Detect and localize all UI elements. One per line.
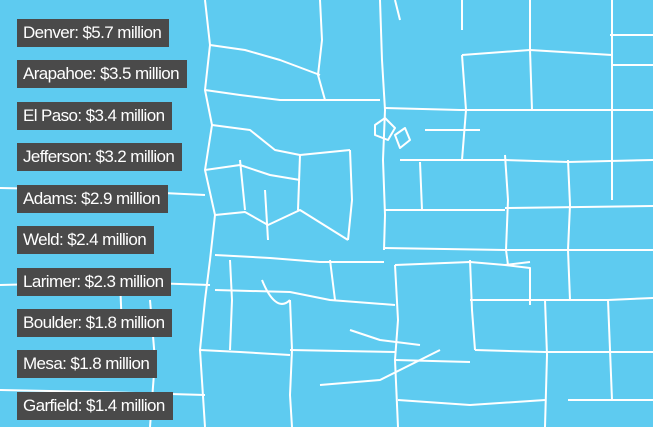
border-line xyxy=(504,154,509,266)
border-line xyxy=(289,349,396,353)
border-line xyxy=(204,89,380,101)
county-label-larimer: Larimer: $2.3 million xyxy=(17,268,172,296)
border-line xyxy=(329,259,336,301)
county-label-garfield: Garfield: $1.4 million xyxy=(17,392,173,420)
county-label-adams: Adams: $2.9 million xyxy=(17,185,168,213)
border-line xyxy=(469,259,476,351)
border-line xyxy=(229,259,233,351)
county-label-mesa: Mesa: $1.8 million xyxy=(17,350,158,378)
border-line xyxy=(199,0,216,427)
border-line xyxy=(319,349,441,386)
border-line xyxy=(419,161,423,211)
border-line xyxy=(211,124,351,156)
border-line xyxy=(297,154,301,211)
border-line xyxy=(383,247,653,251)
border-line xyxy=(209,44,321,76)
border-line xyxy=(474,349,653,353)
border-line xyxy=(470,297,653,301)
border-line xyxy=(544,299,548,427)
border-line xyxy=(394,261,531,266)
county-label-arapahoe: Arapahoe: $3.5 million xyxy=(17,60,187,88)
border-line xyxy=(199,349,291,356)
border-line xyxy=(317,0,326,101)
county-label-boulder: Boulder: $1.8 million xyxy=(17,309,173,337)
border-line xyxy=(567,159,571,301)
county-label-denver: Denver: $5.7 million xyxy=(17,19,170,47)
border-line xyxy=(239,159,246,211)
border-line xyxy=(504,264,531,305)
border-line xyxy=(204,164,301,181)
border-line xyxy=(394,264,399,427)
county-label-jefferson: Jefferson: $3.2 million xyxy=(17,143,183,171)
border-line xyxy=(347,149,353,241)
border-line xyxy=(379,0,386,251)
border-line xyxy=(394,359,471,363)
border-line xyxy=(261,279,291,305)
border-line xyxy=(607,299,613,401)
county-label-weld: Weld: $2.4 million xyxy=(17,226,155,254)
border-line xyxy=(397,399,546,406)
border-line xyxy=(289,299,293,427)
border-line xyxy=(504,205,653,209)
border-line xyxy=(394,127,411,149)
border-line xyxy=(529,49,533,111)
border-line xyxy=(214,209,349,241)
border-line xyxy=(214,289,396,306)
border-line xyxy=(384,107,653,111)
border-line xyxy=(349,329,421,346)
border-line xyxy=(400,159,653,163)
county-label-el-paso: El Paso: $3.4 million xyxy=(17,102,173,130)
border-line xyxy=(394,0,401,21)
border-line xyxy=(214,254,384,263)
border-line xyxy=(374,117,396,141)
border-line xyxy=(461,49,613,56)
border-line xyxy=(264,189,269,241)
border-line xyxy=(461,54,467,161)
